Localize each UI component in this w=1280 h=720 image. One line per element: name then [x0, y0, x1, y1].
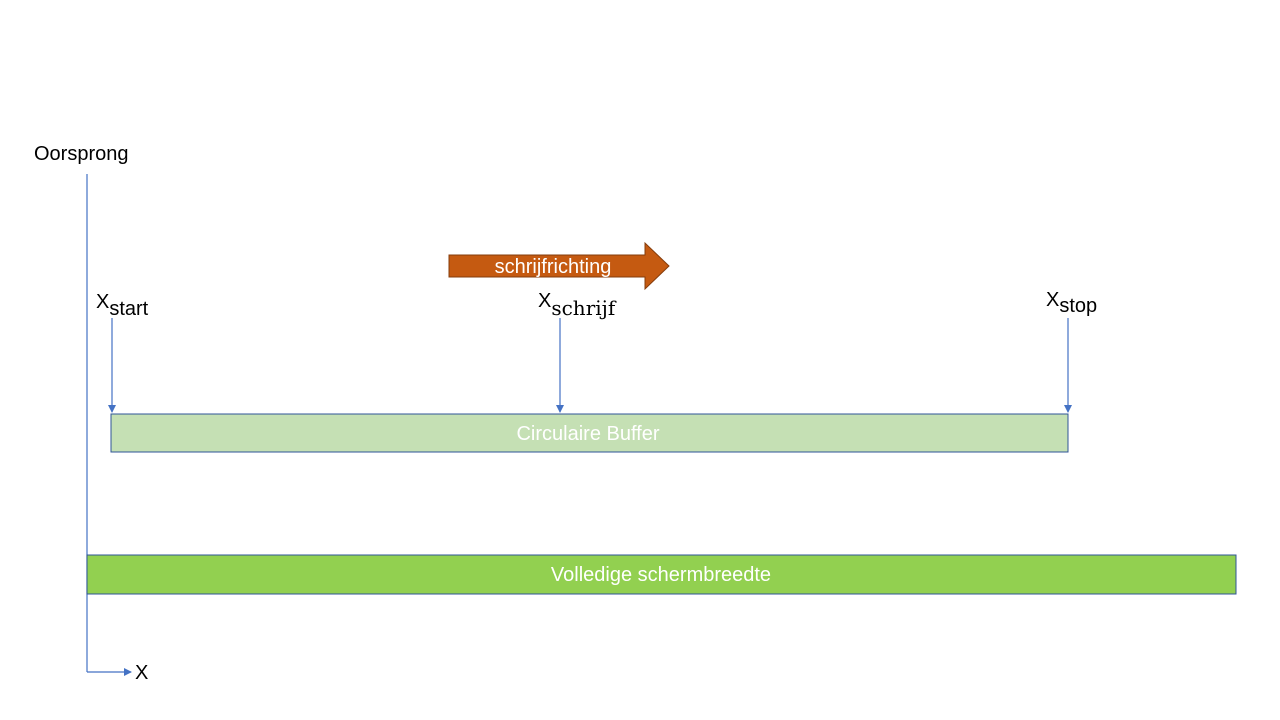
write-direction-arrow: [448, 241, 670, 291]
x-write-marker: Xschrijf: [538, 290, 617, 413]
circular-buffer-box: [110, 413, 1069, 453]
x-start-base: X: [96, 291, 109, 313]
x-write-base: X: [538, 290, 551, 312]
full-screen-width-box: [86, 554, 1237, 595]
svg-text:Xschrijf: Xschrijf: [538, 290, 617, 320]
origin-label: Oorsprong: [34, 143, 129, 165]
x-start-sub: start: [109, 298, 148, 320]
svg-text:Xstart: Xstart: [96, 291, 149, 320]
circular-buffer-label: Circulaire Buffer: [516, 423, 659, 445]
write-direction-label: schrijfrichting: [495, 256, 612, 278]
x-start-marker: Xstart: [96, 291, 149, 413]
svg-text:Xstop: Xstop: [1046, 289, 1097, 317]
x-stop-base: X: [1046, 289, 1059, 311]
full-screen-width-label: Volledige schermbreedte: [551, 564, 771, 586]
x-axis-label: X: [135, 662, 148, 684]
x-stop-marker: Xstop: [1046, 289, 1097, 413]
x-stop-sub: stop: [1059, 295, 1097, 317]
x-write-sub: schrijf: [551, 296, 617, 320]
